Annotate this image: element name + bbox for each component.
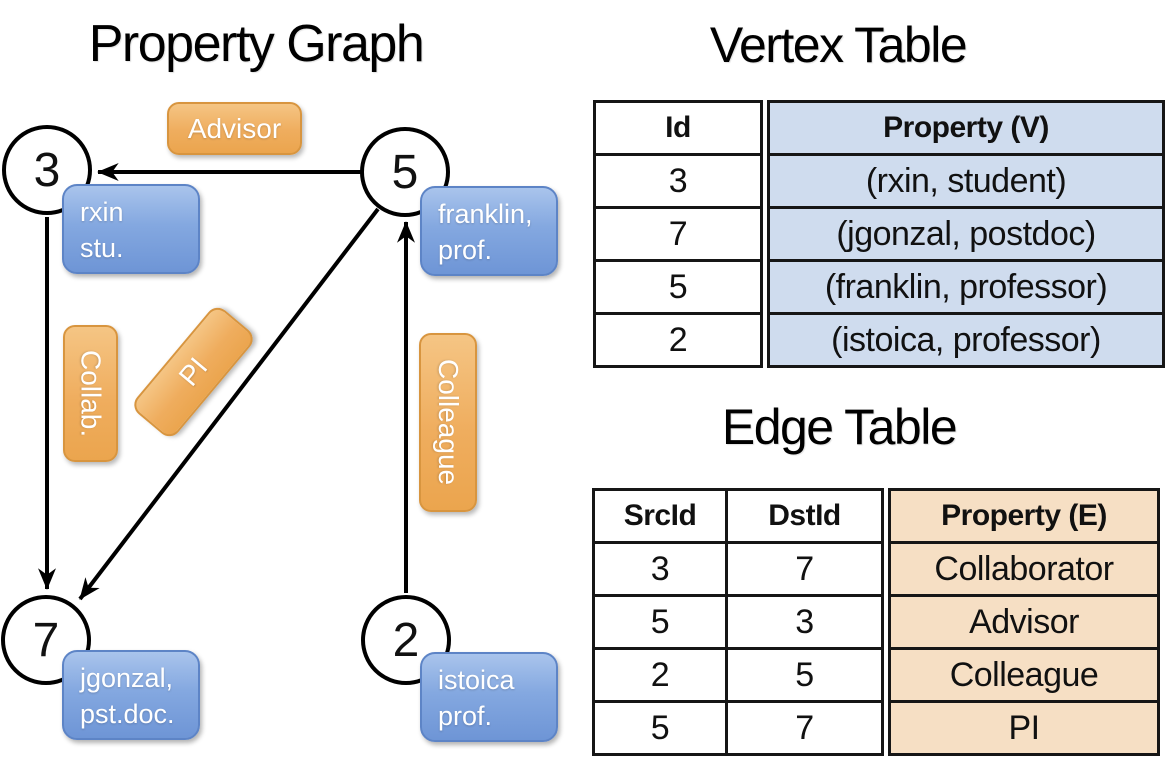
vertex-property-line: franklin, [438,199,533,229]
edge-label-text: Collab. [75,349,107,438]
vertex-id-cell: 5 [593,259,763,315]
edge-table-header-dstid: DstId [725,488,884,544]
vertex-property-box-istoica: istoica prof. [420,652,558,742]
property-graph-edges [38,163,415,601]
vertex-property-line: prof. [438,234,493,265]
edge-label-colleague: Colleague [419,333,477,512]
edge-table-header-property: Property (E) [888,488,1160,544]
edge-label-collab: Collab. [63,325,118,462]
edge-label-text: Advisor [187,112,282,144]
vertex-property-cell: (franklin, professor) [767,259,1165,315]
edge-property-cell: Collaborator [888,541,1160,597]
vertex-property-line: stu. [80,232,124,263]
edge-property-cell: PI [888,700,1160,756]
vertex-table-header-property: Property (V) [767,100,1165,156]
vertex-property-line: jgonzal, [80,663,174,693]
node-id-label: 5 [391,145,419,199]
vertex-property-cell: (rxin, student) [767,153,1165,209]
edge-line-5-7 [78,207,380,601]
vertex-table-id-column: Id 3 7 5 2 [593,100,763,368]
vertex-property-box-franklin: franklin, prof. [420,186,558,276]
edge-label-text: Colleague [433,359,464,486]
edge-srcid-cell: 2 [592,647,728,703]
graph-node-2: 2 [361,595,451,685]
edge-dstid-cell: 5 [725,647,884,703]
vertex-property-line: rxin [80,197,124,227]
node-id-label: 7 [32,613,60,667]
edge-label-text: PI [172,351,214,392]
vertex-property-box-rxin: rxin stu. [62,184,200,274]
vertex-property-line: pst.doc. [80,698,175,729]
vertex-id-cell: 2 [593,312,763,368]
edge-dstid-cell: 7 [725,541,884,597]
vertex-property-line: prof. [438,700,493,731]
edge-property-cell: Colleague [888,647,1160,703]
edge-table-id-columns: SrcId DstId 3 7 5 3 2 5 5 7 [592,488,884,756]
vertex-table-property-column: Property (V) (rxin, student) (jgonzal, p… [767,100,1165,368]
node-id-label: 2 [392,613,420,667]
vertex-id-cell: 7 [593,206,763,262]
edge-dstid-cell: 3 [725,594,884,650]
vertex-id-cell: 3 [593,153,763,209]
property-graph-title: Property Graph [88,15,425,73]
graph-node-5: 5 [360,127,450,217]
vertex-property-box-jgonzal: jgonzal, pst.doc. [62,650,200,740]
edge-table-header-srcid: SrcId [592,488,728,544]
edge-property-cell: Advisor [888,594,1160,650]
vertex-property-line: istoica [438,665,515,695]
vertex-table-header-id: Id [593,100,763,156]
vertex-property-cell: (istoica, professor) [767,312,1165,368]
vertex-property-cell: (jgonzal, postdoc) [767,206,1165,262]
vertex-table: Id 3 7 5 2 Property (V) (rxin, student) … [593,100,1165,368]
vertex-table-title: Vertex Table [709,17,968,73]
node-id-label: 3 [33,143,61,197]
edge-dstid-cell: 7 [725,700,884,756]
edge-table-property-column: Property (E) Collaborator Advisor Collea… [888,488,1160,756]
edge-label-advisor: Advisor [167,102,302,155]
edge-srcid-cell: 5 [592,594,728,650]
edge-srcid-cell: 3 [592,541,728,597]
edge-srcid-cell: 5 [592,700,728,756]
edge-table-title: Edge Table [721,399,958,455]
edge-table: SrcId DstId 3 7 5 3 2 5 5 7 [592,488,1160,756]
